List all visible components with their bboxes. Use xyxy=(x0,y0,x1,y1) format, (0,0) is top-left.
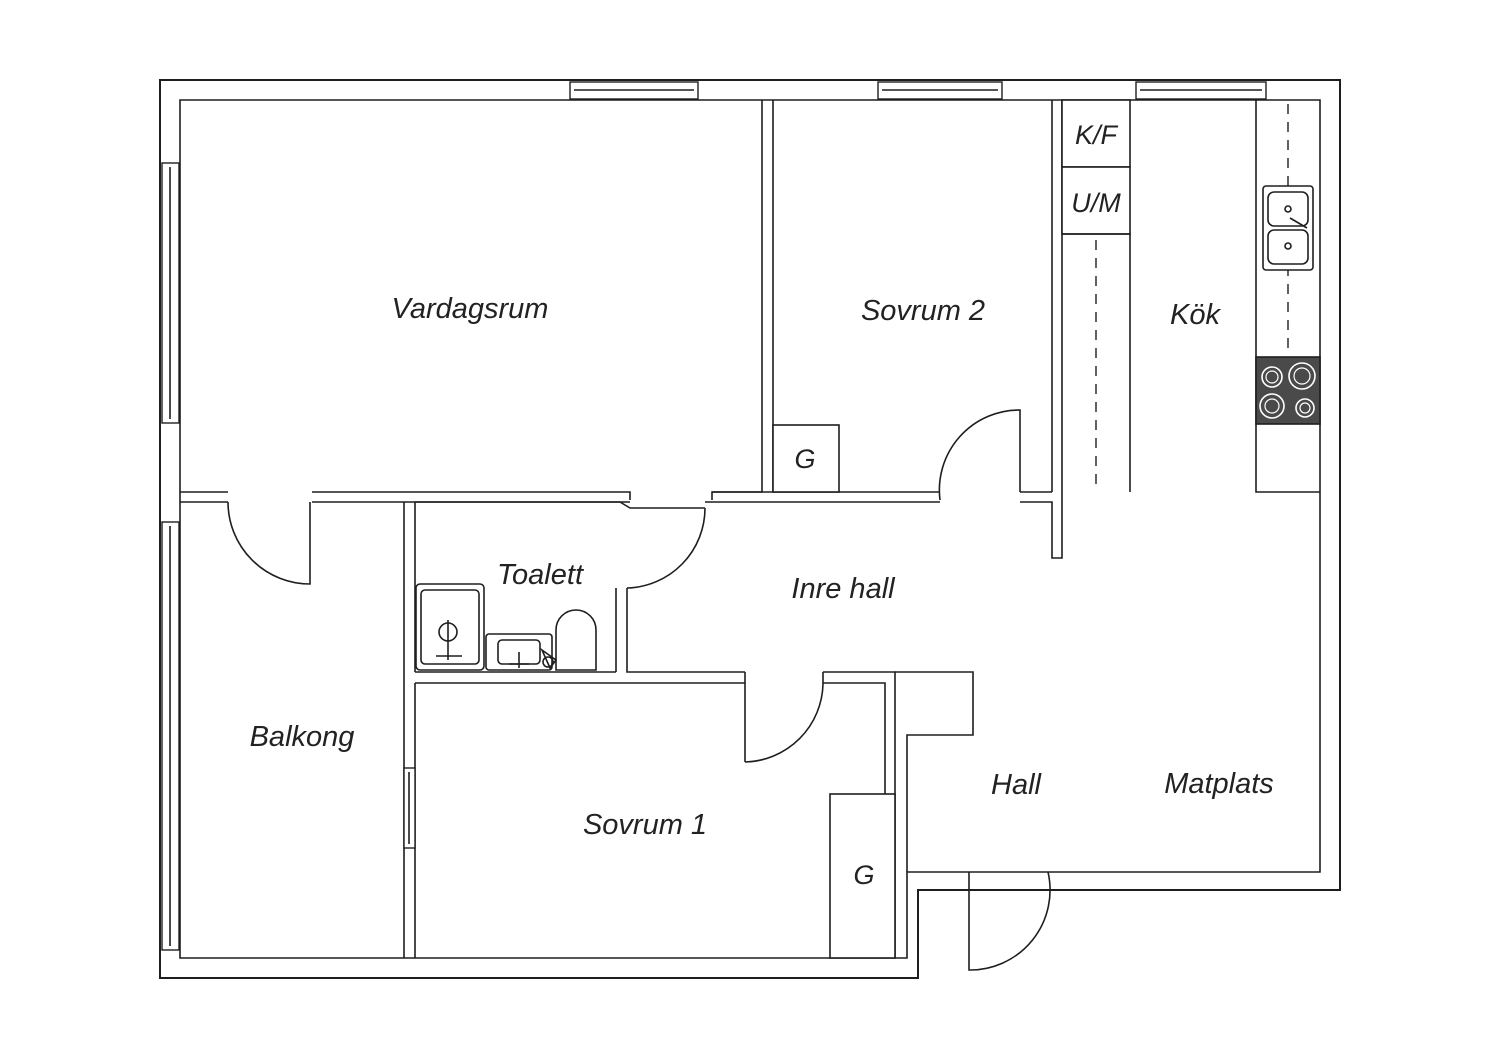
label-sovrum2: Sovrum 2 xyxy=(861,295,985,327)
washbasin-icon xyxy=(485,633,553,671)
window-sovrum2 xyxy=(877,81,1003,100)
closet-sovrum1 xyxy=(829,793,896,959)
closet-sovrum2 xyxy=(772,424,840,493)
window-left-balkong xyxy=(161,521,180,951)
outer-wall-outline xyxy=(159,79,1341,979)
oven-microwave xyxy=(1061,166,1131,235)
label-kf: K/F xyxy=(1075,120,1119,150)
label-toalett: Toalett xyxy=(497,559,585,591)
label-um: U/M xyxy=(1071,188,1121,218)
fridge-freezer xyxy=(1061,99,1131,168)
wall-toalett xyxy=(415,501,745,684)
label-inre-hall: Inre hall xyxy=(791,573,896,605)
window-sovrum1-balkong xyxy=(403,767,416,849)
door-sovrum1[interactable] xyxy=(744,672,824,763)
kitchen-sink-icon xyxy=(1262,185,1314,271)
kitchen-cabinets-left xyxy=(1062,233,1131,492)
label-balkong: Balkong xyxy=(250,721,355,753)
toilet-icon xyxy=(540,609,597,671)
stove-icon xyxy=(1255,356,1321,425)
door-toalett[interactable] xyxy=(619,501,706,589)
door-sovrum2[interactable] xyxy=(938,409,1021,501)
shower-icon xyxy=(415,583,485,671)
label-vardagsrum: Vardagsrum xyxy=(392,293,549,325)
window-left-vardagsrum xyxy=(161,162,180,424)
wall-vardagsrum-bottom xyxy=(180,491,631,503)
door-entrance[interactable] xyxy=(968,871,1051,971)
label-g-sovrum2: G xyxy=(794,444,815,474)
window-kok xyxy=(1135,81,1267,100)
door-balkong[interactable] xyxy=(227,501,311,585)
label-hall: Hall xyxy=(991,769,1043,801)
window-vardagsrum xyxy=(569,81,699,100)
label-g-sovrum1: G xyxy=(853,860,874,890)
kitchen-counter xyxy=(1255,100,1320,493)
wall-hall xyxy=(895,671,974,872)
label-kok: Kök xyxy=(1170,299,1221,331)
label-matplats: Matplats xyxy=(1164,768,1274,800)
label-sovrum1: Sovrum 1 xyxy=(583,809,707,841)
